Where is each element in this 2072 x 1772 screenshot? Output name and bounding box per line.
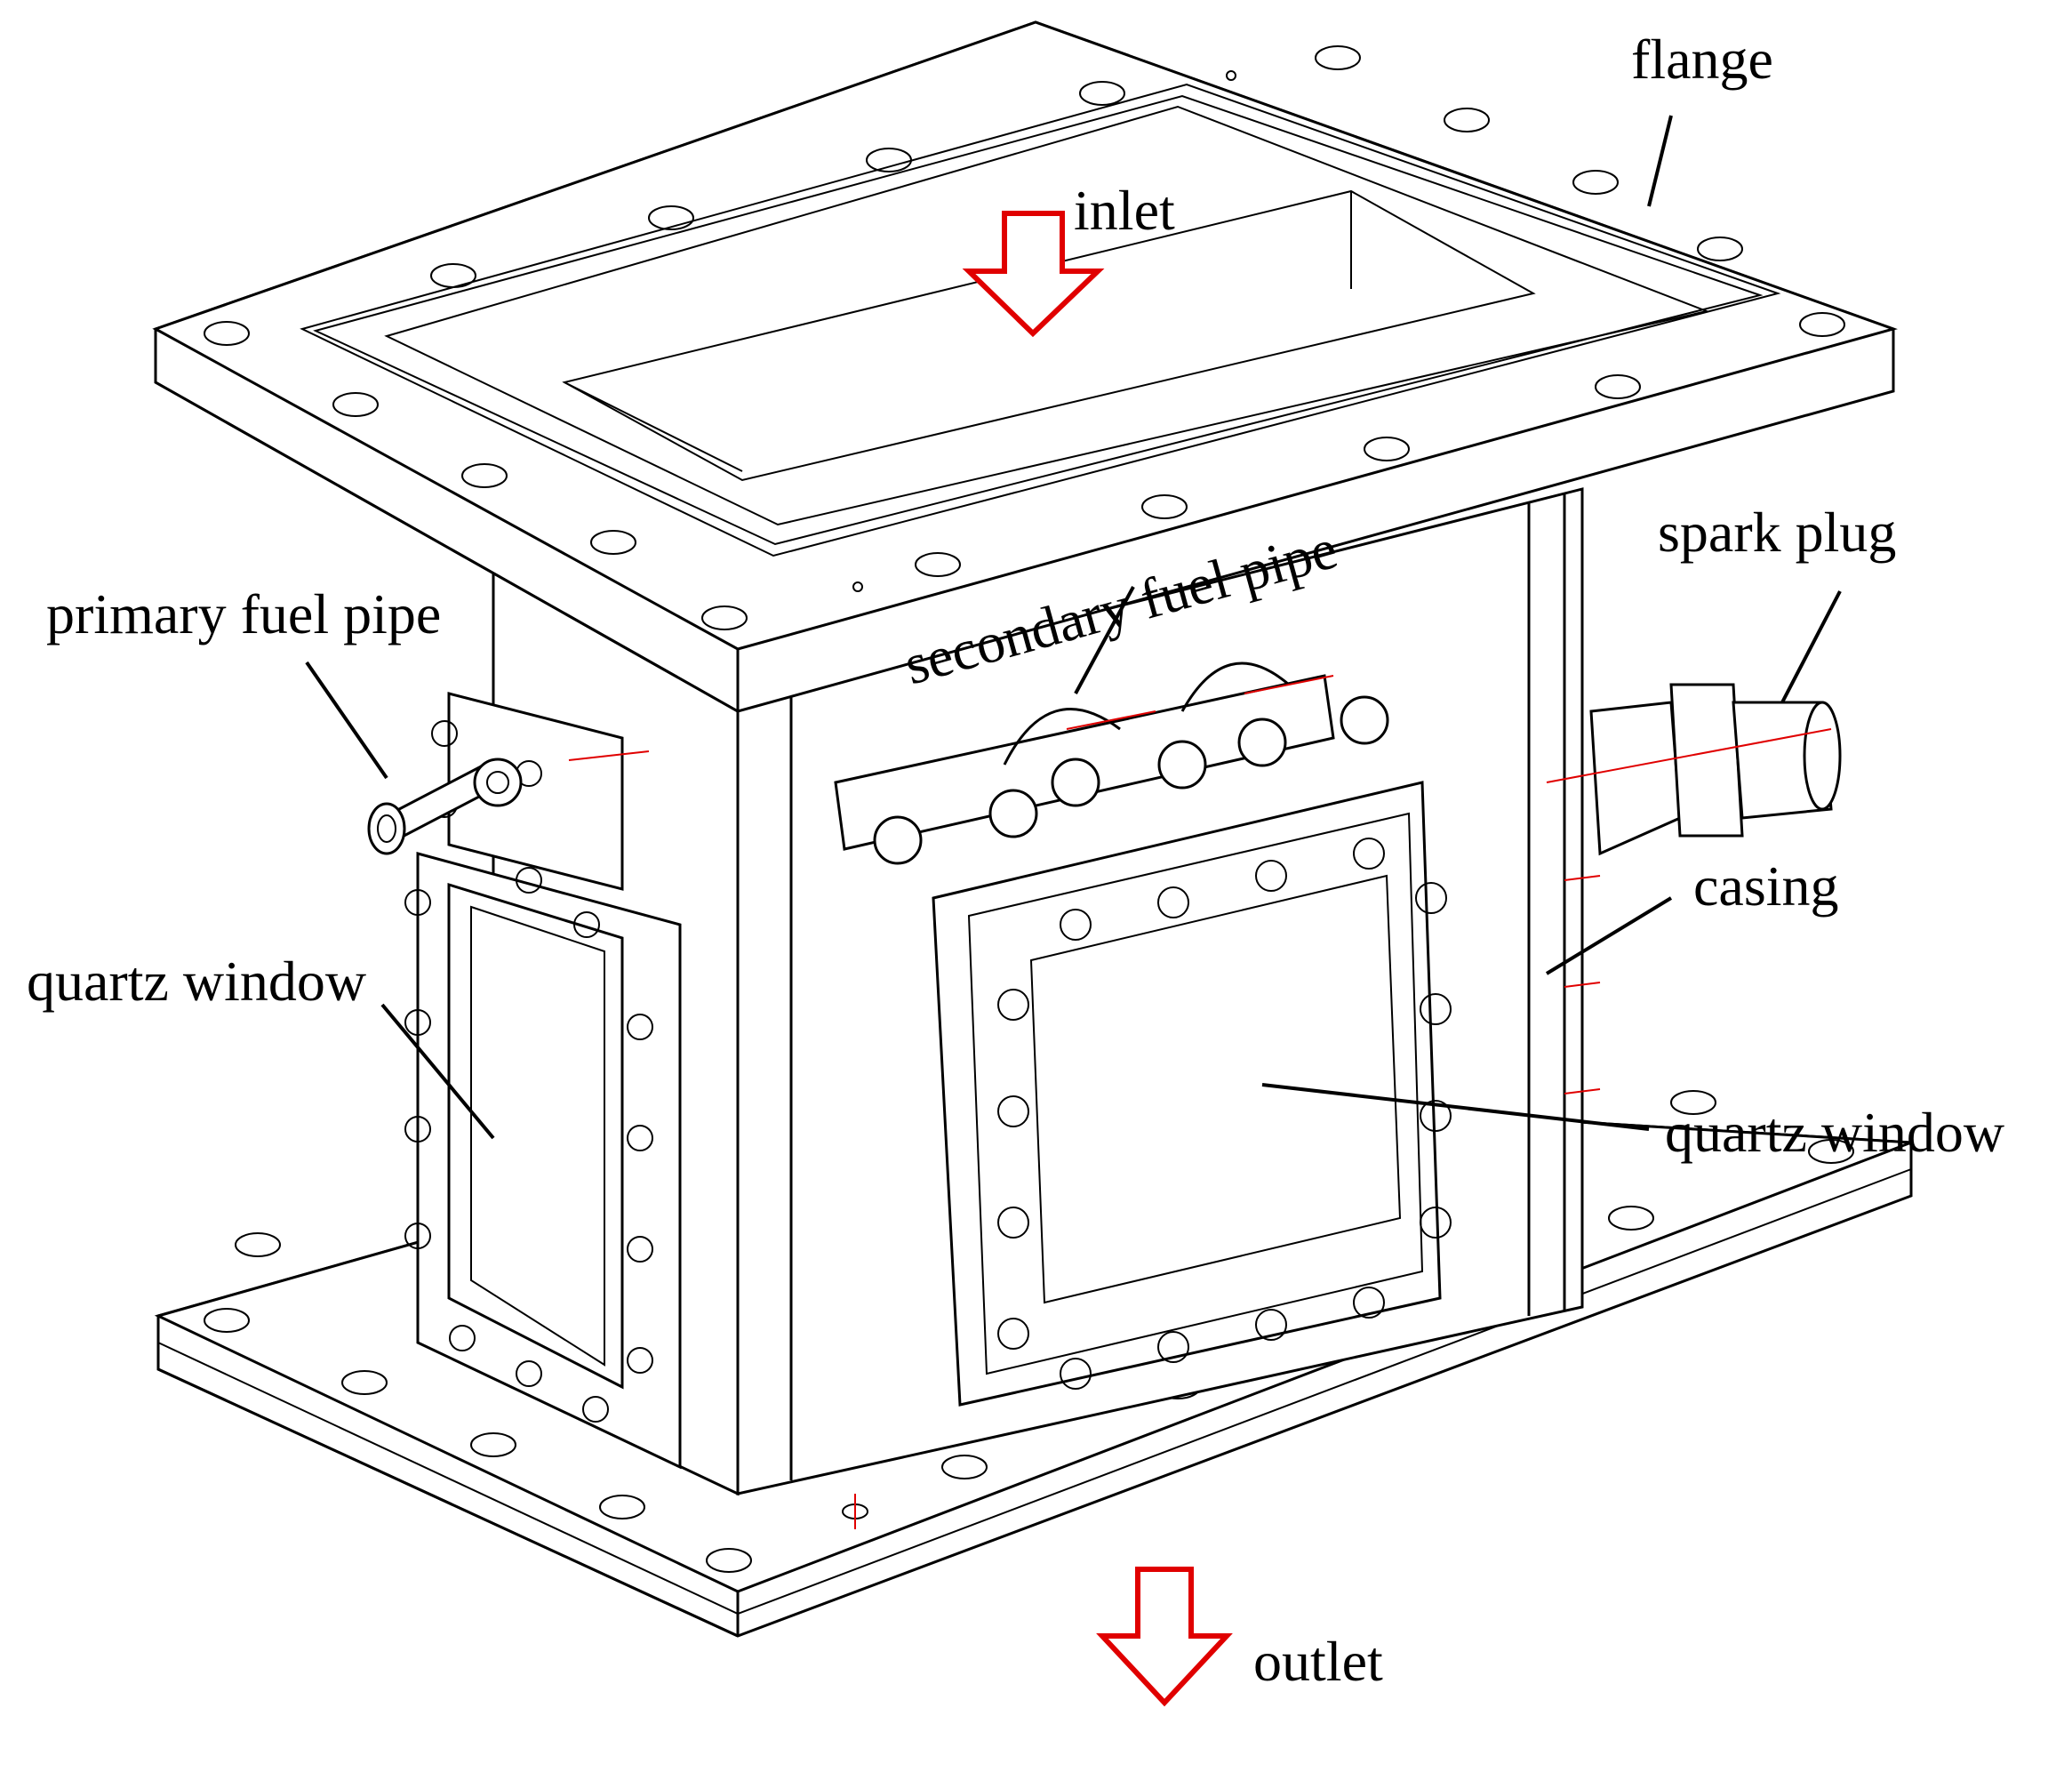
spark-plug [1546, 683, 1842, 1094]
label-flange: flange [1631, 28, 1773, 91]
label-outlet: outlet [1253, 1630, 1383, 1693]
primary-fuel-pipe [367, 750, 650, 855]
label-casing: casing [1693, 854, 1839, 918]
label-quartz-window-left: quartz window [27, 950, 366, 1013]
left-window-bolts [404, 720, 653, 1423]
inlet-arrow [962, 211, 1105, 338]
leader-secondary-fuel-pipe [1074, 586, 1135, 694]
top-flange-bolt-holes [204, 45, 1845, 630]
left-window-assembly [404, 692, 682, 1470]
right-window-assembly [932, 781, 1452, 1407]
label-primary-fuel-pipe: primary fuel pipe [46, 582, 441, 645]
label-inlet: inlet [1074, 179, 1175, 242]
outlet-arrow [1096, 1567, 1233, 1707]
leader-quartz-window-right [1261, 1083, 1650, 1131]
leader-flange [1647, 115, 1673, 207]
leader-lines [305, 115, 1842, 1140]
leader-casing [1545, 896, 1673, 975]
leader-quartz-window-left [380, 1003, 495, 1140]
right-window-bolts [997, 838, 1452, 1390]
top-flange [152, 20, 1898, 713]
leader-spark-plug [1780, 590, 1842, 703]
secondary-fuel-pipe [834, 661, 1389, 865]
label-quartz-window-right: quartz window [1665, 1101, 2004, 1164]
label-spark-plug: spark plug [1658, 501, 1896, 564]
leader-primary-fuel-pipe [305, 661, 388, 780]
